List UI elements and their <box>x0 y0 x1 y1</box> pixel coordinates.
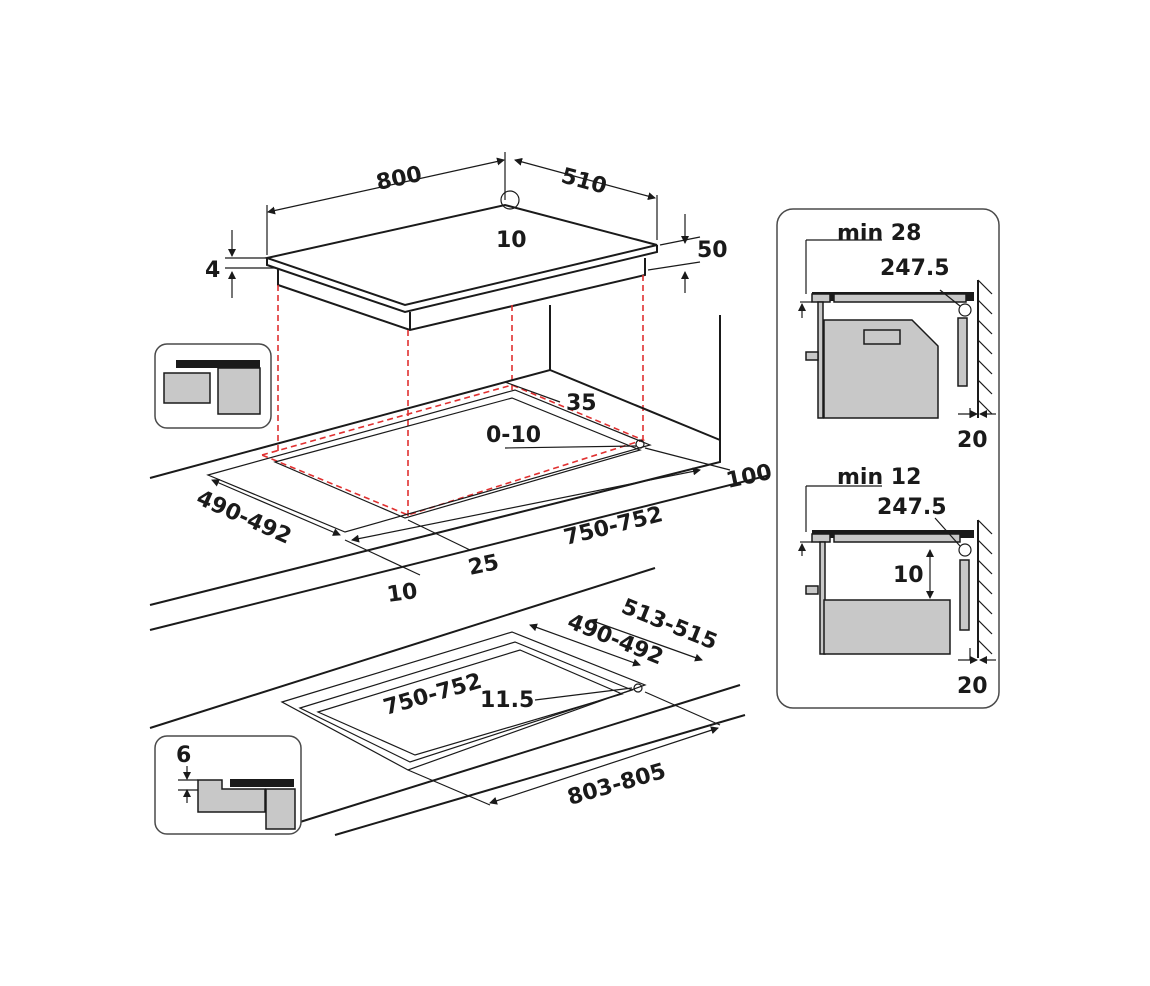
cutout-front-offset-label: 25 <box>466 550 501 581</box>
cutout-side-clearance-label: 100 <box>724 460 774 494</box>
flush-cutout-drawing <box>149 305 771 631</box>
section-drawer: min 12 247.5 10 20 <box>798 465 996 699</box>
flush-cutout-labels: 35 0-10 100 490-492 750-752 25 10 <box>193 391 775 608</box>
hob-drawing <box>225 152 701 332</box>
cutout-width-label: 750-752 <box>561 502 665 551</box>
cutout-edge-offset-label: 10 <box>385 579 419 608</box>
cutout-corner-radius-label: 0-10 <box>486 423 541 448</box>
drawer-gap-label: 10 <box>893 563 924 588</box>
oven-dimension-label: 247.5 <box>880 256 950 281</box>
drawer-dimension-label: 247.5 <box>877 495 947 520</box>
drawer-min-gap-label: min 12 <box>837 465 921 490</box>
hob-corner-radius-label: 10 <box>496 228 527 253</box>
hob-glass-thickness-label: 4 <box>205 258 220 283</box>
rebate-corner-radius-label: 11.5 <box>480 688 534 713</box>
hob-labels: 800 510 10 4 50 <box>205 162 728 283</box>
hob-depth-label: 510 <box>558 164 609 200</box>
hob-width-label: 800 <box>374 162 424 196</box>
hob-height-label: 50 <box>697 238 728 263</box>
rebate-detail-depth-label: 6 <box>176 743 191 768</box>
drawer-wall-gap-label: 20 <box>957 674 988 699</box>
cutout-rebate-offset-label: 35 <box>566 391 597 416</box>
rebate-outer-width-label: 803-805 <box>565 759 669 811</box>
rebate-drawing <box>149 567 746 836</box>
cutout-depth-label: 490-492 <box>193 486 295 550</box>
section-oven: min 28 247.5 20 <box>798 221 996 453</box>
flush-detail-box <box>154 343 272 429</box>
oven-wall-gap-label: 20 <box>957 428 988 453</box>
section-box: min 28 247.5 20 <box>776 208 1000 709</box>
oven-min-gap-label: min 28 <box>837 221 921 246</box>
rebate-detail-box: 6 <box>154 735 302 835</box>
